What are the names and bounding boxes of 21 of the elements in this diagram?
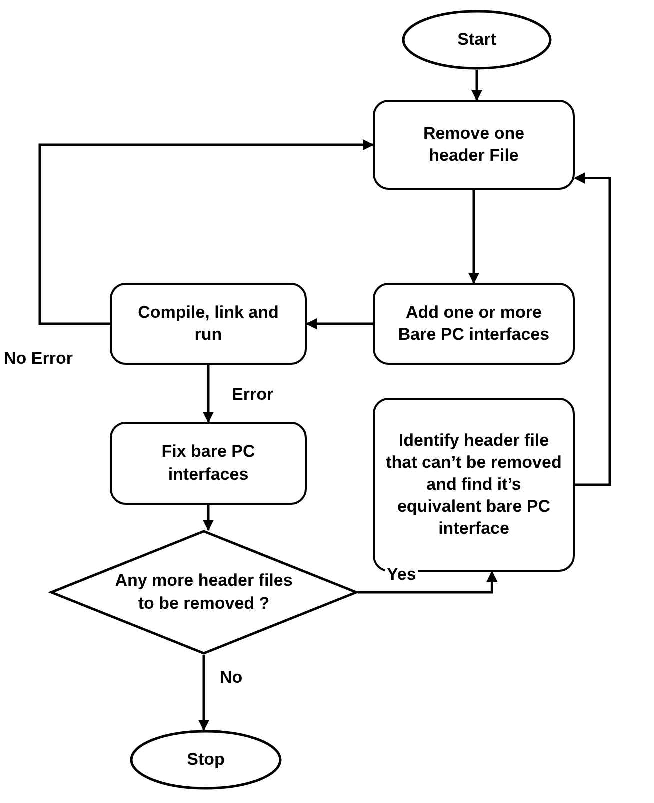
process-box: [373, 100, 575, 190]
arrow: [471, 70, 483, 102]
process-text: Remove one header File: [422, 122, 526, 167]
process-text: Compile, link and run: [137, 302, 280, 346]
arrow: [574, 172, 612, 486]
arrow: [468, 190, 480, 284]
process-text: Fix bare PC interfaces: [160, 441, 256, 486]
arrow: [358, 570, 498, 594]
terminal-text: Start: [458, 28, 496, 51]
decision-text: Any more header files to be removed ?: [114, 570, 294, 614]
arrow: [38, 139, 374, 326]
arrow: [198, 655, 210, 732]
terminal-text: Stop: [187, 748, 225, 771]
arrow: [202, 365, 214, 424]
process-box: [110, 283, 307, 365]
arrow: [202, 505, 214, 532]
process-box: [373, 283, 575, 365]
arrow: [306, 318, 373, 330]
process-text: Add one or more Bare PC interfaces: [397, 302, 551, 346]
process-text: Identify header file that can’t be removed and find it’s equivalent bare PC interface: [385, 430, 563, 540]
process-box: [110, 422, 307, 505]
